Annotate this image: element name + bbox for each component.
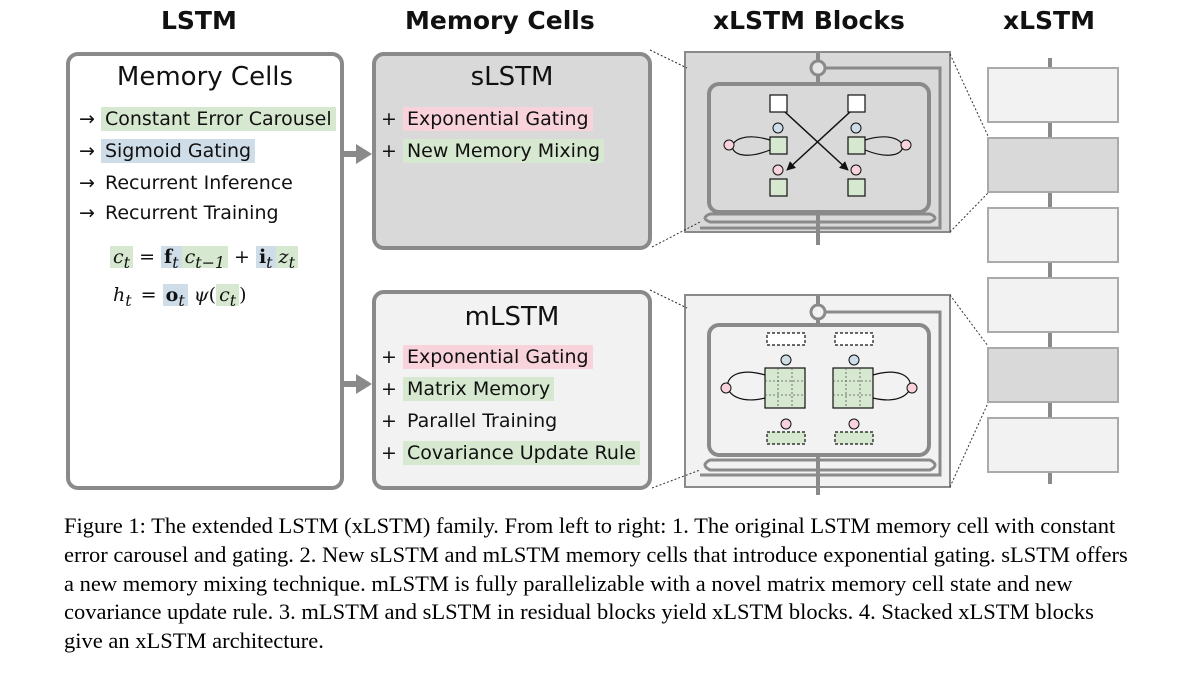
- zoom-lines: [649, 49, 989, 489]
- item-label: Parallel Training: [406, 410, 558, 432]
- item-label: Matrix Memory: [402, 377, 555, 401]
- header-xlstm-blocks: xLSTM Blocks: [713, 6, 905, 35]
- lstm-box-title: Memory Cells: [116, 62, 294, 92]
- plus-icon: +: [381, 140, 397, 162]
- slstm-item-exp-gating: + Exponential Gating: [381, 107, 593, 131]
- item-label: New Memory Mixing: [402, 139, 605, 163]
- plus-icon: +: [381, 442, 397, 464]
- arrow-right-icon: →: [79, 202, 95, 224]
- item-label: Recurrent Training: [104, 202, 279, 224]
- item-label: Sigmoid Gating: [100, 139, 256, 163]
- lstm-memory-cells-box: Memory Cells → Constant Error Carousel →…: [66, 52, 344, 490]
- slstm-block-diagram: [684, 51, 951, 245]
- slstm-item-memory-mixing: + New Memory Mixing: [381, 139, 605, 163]
- connector-arrows: [344, 144, 372, 394]
- slstm-title: sLSTM: [470, 62, 554, 92]
- mlstm-title: mLSTM: [464, 302, 560, 332]
- mlstm-block-diagram: [684, 294, 951, 495]
- mlstm-item-matrix-memory: + Matrix Memory: [381, 377, 555, 401]
- figure-caption: Figure 1: The extended LSTM (xLSTM) fami…: [64, 513, 1128, 654]
- plus-icon: +: [381, 410, 397, 432]
- slstm-box: sLSTM + Exponential Gating + New Memory …: [372, 52, 652, 250]
- item-label: Covariance Update Rule: [402, 441, 640, 465]
- header-lstm: LSTM: [161, 6, 237, 35]
- arrow-right-icon: →: [79, 172, 95, 194]
- lstm-item-sigmoid: → Sigmoid Gating: [79, 139, 256, 163]
- mlstm-item-parallel-training: + Parallel Training: [381, 410, 561, 432]
- lstm-item-cec: → Constant Error Carousel: [79, 107, 336, 131]
- plus-icon: +: [381, 378, 397, 400]
- arrow-right-icon: →: [79, 140, 95, 162]
- mlstm-item-exp-gating: + Exponential Gating: [381, 345, 593, 369]
- header-xlstm: xLSTM: [1003, 6, 1095, 35]
- item-label: Constant Error Carousel: [100, 107, 336, 131]
- mlstm-box: mLSTM + Exponential Gating + Matrix Memo…: [372, 290, 652, 490]
- arrow-right-icon: →: [79, 108, 95, 130]
- item-label: Exponential Gating: [402, 107, 593, 131]
- mlstm-item-covariance: + Covariance Update Rule: [381, 441, 640, 465]
- xlstm-stack: [987, 58, 1119, 484]
- lstm-item-training: → Recurrent Training: [79, 202, 283, 224]
- item-label: Recurrent Inference: [104, 172, 293, 194]
- lstm-item-inference: → Recurrent Inference: [79, 172, 297, 194]
- plus-icon: +: [381, 108, 397, 130]
- header-memory-cells: Memory Cells: [405, 6, 595, 35]
- plus-icon: +: [381, 346, 397, 368]
- equation-hidden-state: ht = ot ψ(ct): [113, 284, 247, 310]
- item-label: Exponential Gating: [402, 345, 593, 369]
